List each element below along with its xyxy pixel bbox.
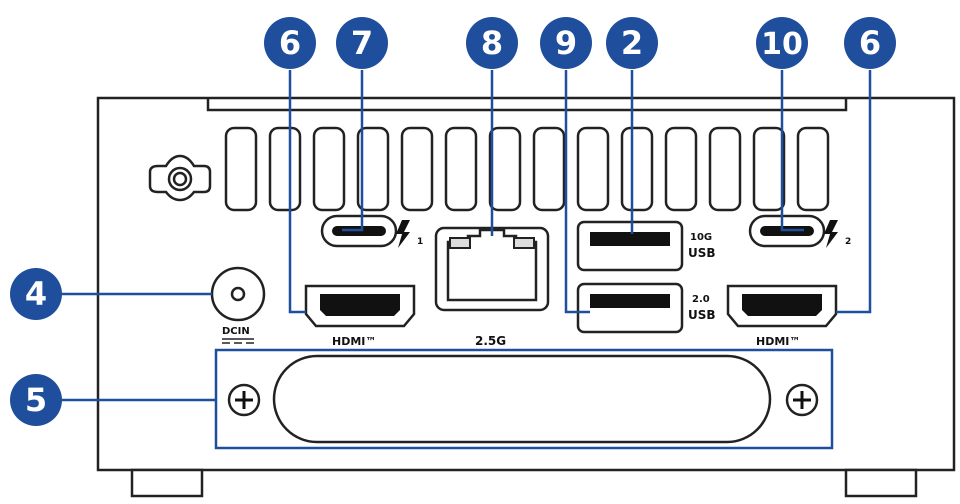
vent-slot: [488, 126, 522, 212]
leader-hdmi-left: [288, 70, 306, 314]
vent-slot: [576, 126, 610, 212]
hdmi-right-label: HDMI™: [756, 335, 800, 348]
callout-badge-usb-2: 9: [540, 17, 592, 69]
svg-text:7: 7: [351, 24, 373, 62]
usb-10g-word-label: USB: [688, 246, 716, 260]
tb1-index: 1: [417, 237, 423, 247]
hdmi-port-left: HDMI™: [304, 284, 416, 348]
svg-text:4: 4: [25, 275, 47, 313]
vent-slot: [664, 126, 698, 212]
left-foot: [130, 468, 204, 498]
leader-thunderbolt-1: [342, 70, 364, 232]
vent-slot: [752, 126, 786, 212]
callout-badge-usb-10g: 2: [606, 17, 658, 69]
vent-slot: [708, 126, 742, 212]
right-foot: [844, 468, 918, 498]
vent-slot: [224, 126, 258, 212]
svg-text:8: 8: [481, 24, 503, 62]
vent-slot: [312, 126, 346, 212]
vent-slot: [796, 126, 830, 212]
plus-screw-icon: [785, 383, 819, 417]
dc-in-port: DCIN: [210, 266, 266, 344]
hdmi-port-right: HDMI™: [726, 284, 838, 348]
callout-badge-cover: 5: [10, 374, 62, 426]
callout-badge-hdmi-left: 6: [264, 17, 316, 69]
usb-2-port: 2.0 USB: [576, 282, 716, 334]
usb-2-word-label: USB: [688, 308, 716, 322]
ethernet-port: 2.5G: [434, 226, 550, 348]
svg-text:5: 5: [25, 381, 47, 419]
vent-slot: [620, 126, 654, 212]
svg-text:6: 6: [279, 24, 301, 62]
callout-badge-dc-in: 4: [10, 268, 62, 320]
svg-text:9: 9: [555, 24, 577, 62]
lightning-icon: [396, 220, 410, 248]
leader-thunderbolt-2: [780, 70, 804, 232]
callout-badge-hdmi-right: 6: [844, 17, 896, 69]
leader-usb-2: [564, 70, 590, 314]
callout-leaders: [40, 70, 872, 402]
lightning-icon: [824, 220, 838, 248]
bottom-cover: [214, 348, 834, 450]
svg-text:2: 2: [621, 24, 643, 62]
callout-badge-ethernet: 8: [466, 17, 518, 69]
vent-grille: [224, 126, 830, 212]
vent-slot: [268, 126, 302, 212]
vent-slot: [532, 126, 566, 212]
kensington-lock-icon: [148, 154, 212, 202]
hdmi-left-label: HDMI™: [332, 335, 376, 348]
usb-10g-port: 10G USB: [576, 220, 716, 272]
dcin-label: DCIN: [222, 326, 250, 337]
usb-10g-speed-label: 10G: [690, 232, 712, 243]
leader-hdmi-right: [836, 70, 872, 314]
tb2-index: 2: [845, 237, 851, 247]
plus-screw-icon: [227, 383, 261, 417]
ethernet-speed-label: 2.5G: [475, 334, 506, 348]
svg-text:10: 10: [761, 27, 803, 62]
callout-badge-thunderbolt-1: 7: [336, 17, 388, 69]
vent-slot: [356, 126, 390, 212]
callout-badge-thunderbolt-2: 10: [756, 17, 808, 69]
vent-slot: [400, 126, 434, 212]
vent-slot: [444, 126, 478, 212]
svg-text:6: 6: [859, 24, 881, 62]
usb-2-speed-label: 2.0: [692, 294, 710, 305]
